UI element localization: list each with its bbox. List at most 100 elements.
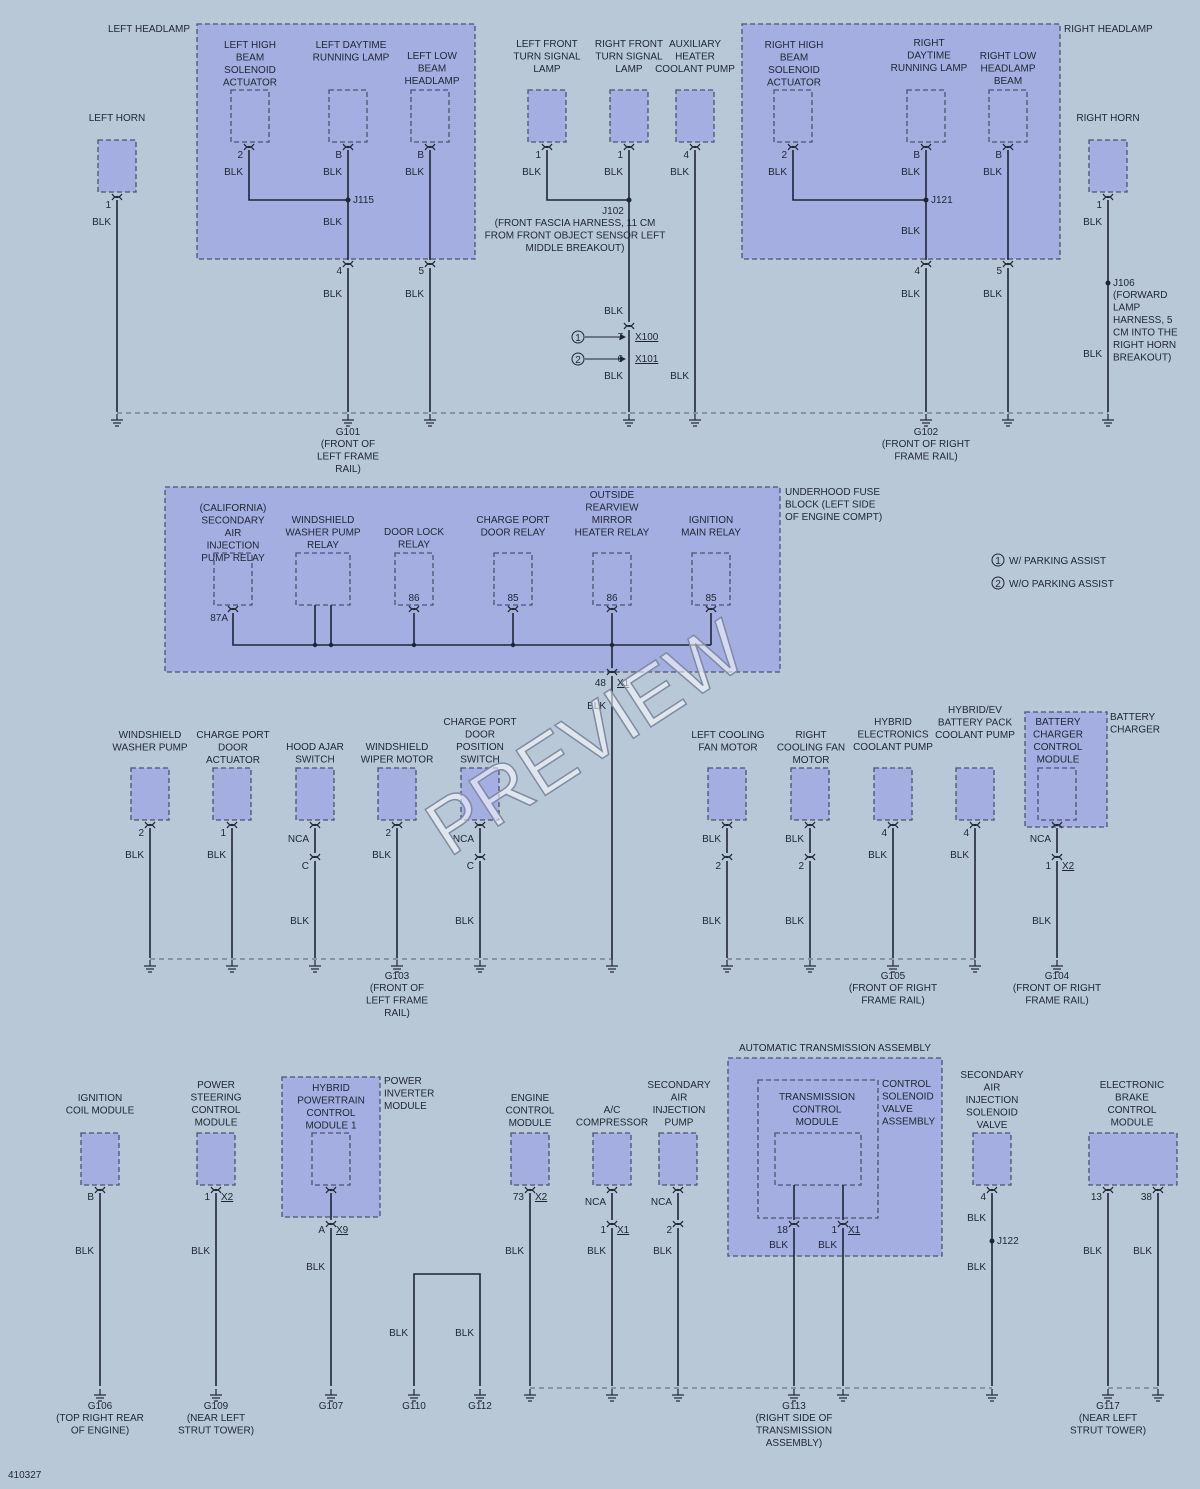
svg-text:X1: X1: [848, 1225, 861, 1236]
svg-text:X1: X1: [617, 1225, 630, 1236]
svg-text:85: 85: [705, 593, 717, 604]
splice-j121: J121: [931, 195, 953, 206]
svg-text:BLK: BLK: [1032, 916, 1051, 927]
svg-text:C: C: [467, 861, 474, 872]
ground-g117: G117: [1096, 1401, 1120, 1412]
svg-text:2: 2: [715, 861, 721, 872]
ignition-main-relay: [691, 552, 731, 606]
group-label-left-headlamp: LEFT HEADLAMP: [108, 24, 190, 35]
svg-text:B: B: [87, 1192, 94, 1203]
right-horn: [1088, 139, 1128, 193]
svg-text:BLK: BLK: [191, 1246, 210, 1257]
svg-text:BLK: BLK: [405, 289, 424, 300]
svg-text:BLK: BLK: [868, 850, 887, 861]
washer-pump: [130, 767, 170, 821]
ground-g106: G106: [88, 1401, 113, 1412]
left-horn: [97, 139, 137, 193]
underhood-fuse-block: [164, 486, 781, 673]
svg-text:2: 2: [781, 150, 787, 161]
svg-text:BLK: BLK: [125, 850, 144, 861]
svg-text:BLK: BLK: [290, 916, 309, 927]
svg-text:W/O PARKING ASSIST: W/O PARKING ASSIST: [1009, 579, 1114, 590]
sec-air-relay: [213, 552, 253, 606]
svg-text:BLK: BLK: [818, 1240, 837, 1251]
svg-text:2: 2: [138, 828, 144, 839]
right-front-turn-lamp: [609, 89, 649, 143]
ac-compressor: [592, 1132, 632, 1186]
svg-text:NCA: NCA: [453, 834, 474, 845]
svg-text:BLK: BLK: [785, 916, 804, 927]
ground-g102: G102: [914, 427, 939, 438]
svg-text:5: 5: [418, 266, 424, 277]
svg-text:1: 1: [1045, 861, 1051, 872]
washer-relay: [295, 552, 351, 606]
left-drl: [328, 89, 368, 143]
svg-text:W/ PARKING ASSIST: W/ PARKING ASSIST: [1009, 556, 1106, 567]
left-low-beam: [410, 89, 450, 143]
svg-text:BLK: BLK: [587, 1246, 606, 1257]
svg-text:BLK: BLK: [372, 850, 391, 861]
svg-text:BLK: BLK: [455, 1328, 474, 1339]
svg-text:13: 13: [1091, 1192, 1103, 1203]
svg-text:1: 1: [617, 150, 623, 161]
right-high-beam-actuator: [773, 89, 813, 143]
charge-door-actuator: [212, 767, 252, 821]
bccm: [1037, 767, 1077, 821]
svg-text:BLK: BLK: [604, 167, 623, 178]
group-label-auto-trans: AUTOMATIC TRANSMISSION ASSEMBLY: [739, 1043, 931, 1054]
svg-text:BLK: BLK: [983, 289, 1002, 300]
svg-text:1: 1: [995, 556, 1001, 567]
connector-x100: X100: [635, 332, 659, 343]
wiper-motor: [377, 767, 417, 821]
svg-text:BLK: BLK: [323, 167, 342, 178]
svg-text:NCA: NCA: [288, 834, 309, 845]
svg-text:4: 4: [683, 150, 689, 161]
splice-j106: J106: [1113, 278, 1135, 289]
svg-text:BLK: BLK: [587, 701, 606, 712]
svg-text:1: 1: [204, 1192, 210, 1203]
ground-g104: G104: [1045, 971, 1070, 982]
svg-text:1: 1: [535, 150, 541, 161]
svg-text:18: 18: [777, 1225, 789, 1236]
svg-text:X2: X2: [221, 1192, 234, 1203]
svg-text:X9: X9: [336, 1225, 349, 1236]
hybrid-coolant-pump: [873, 767, 913, 821]
legend: 1 W/ PARKING ASSIST 2 W/O PARKING ASSIST: [991, 553, 1114, 590]
ground-g112: G112: [468, 1401, 492, 1412]
sec-air-valve: [972, 1132, 1012, 1186]
door-lock-relay: [394, 552, 434, 606]
row-headlamps: LEFT HEADLAMP RIGHT HEADLAMP LEFT HORN L…: [89, 23, 1178, 475]
ground-g107: G107: [319, 1401, 344, 1412]
svg-text:BLK: BLK: [75, 1246, 94, 1257]
ground-g103: G103: [385, 971, 410, 982]
splice-j115: J115: [353, 195, 374, 206]
svg-text:B: B: [417, 150, 424, 161]
svg-text:BLK: BLK: [306, 1262, 325, 1273]
svg-text:4: 4: [336, 266, 342, 277]
aux-heater-pump: [675, 89, 715, 143]
svg-text:NCA: NCA: [1030, 834, 1051, 845]
diagram-id: 410327: [8, 1470, 42, 1481]
svg-text:4: 4: [881, 828, 887, 839]
svg-text:NCA: NCA: [651, 1197, 672, 1208]
svg-text:2: 2: [995, 579, 1001, 590]
svg-text:A: A: [318, 1225, 325, 1236]
svg-text:BLK: BLK: [901, 167, 920, 178]
ground-g110: G110: [402, 1401, 426, 1412]
svg-text:BLK: BLK: [983, 167, 1002, 178]
